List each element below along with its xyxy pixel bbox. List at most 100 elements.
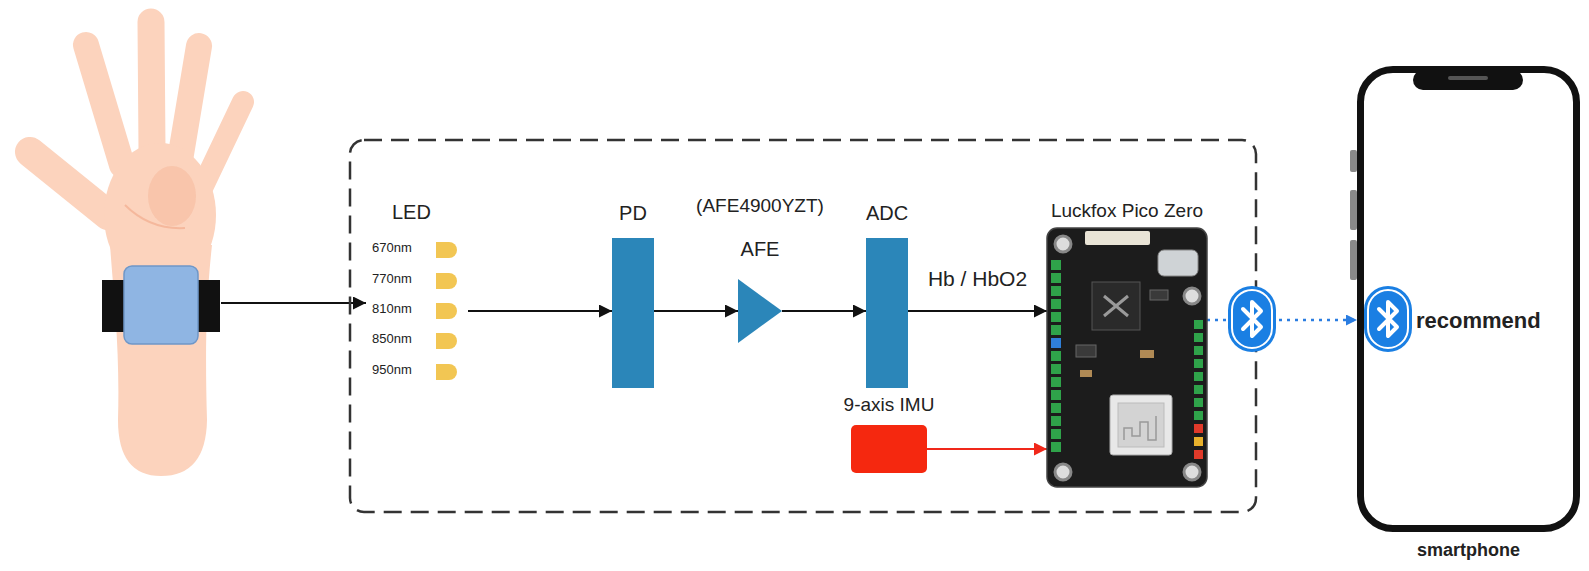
board-illustration: [1194, 385, 1203, 394]
board-illustration: [1194, 398, 1203, 407]
led-symbols: [436, 303, 457, 319]
board-illustration: [1184, 464, 1200, 480]
wristband: [102, 266, 220, 344]
board-illustration: [1051, 403, 1061, 413]
wavelength-label: 850nm: [372, 331, 412, 347]
phone-details: [1350, 70, 1523, 280]
imu-block: 9-axis IMU: [851, 425, 927, 473]
board-illustration: [1051, 377, 1061, 387]
board-illustration: [1092, 282, 1140, 330]
led-symbols: [436, 333, 457, 349]
block-label: ADC: [866, 201, 908, 225]
signal-arrow: [654, 310, 738, 312]
board-illustration: [1051, 260, 1061, 452]
bluetooth-icon: [1379, 302, 1397, 336]
board-illustration: [1194, 320, 1203, 329]
board-illustration: [1194, 372, 1203, 381]
hand-illustration: [148, 166, 196, 226]
board-illustration: [1150, 290, 1168, 300]
part-number: (AFE4900YZT): [696, 195, 824, 218]
hand-illustration: [110, 245, 212, 476]
hand-illustration: [202, 102, 243, 188]
board-label: Luckfox Pico Zero: [1051, 200, 1203, 223]
data-arrow: [908, 310, 1047, 312]
photodiode-block: PD: [612, 238, 654, 388]
imu-arrow: [927, 448, 1047, 450]
device-boundary: [350, 140, 1256, 512]
board-illustration: [1194, 450, 1203, 459]
block-label: PD: [619, 201, 647, 225]
hand-illustration: [86, 45, 122, 165]
board-illustration: [1194, 359, 1203, 368]
wavelength-label: 670nm: [372, 240, 412, 256]
led-symbols: [436, 242, 457, 258]
bluetooth-icon: [1232, 290, 1272, 348]
board-illustration: [1194, 320, 1203, 459]
bluetooth-icon: [1243, 302, 1261, 336]
bluetooth-icon: [1368, 290, 1408, 348]
board-illustration: [1051, 273, 1061, 283]
led-symbols: [436, 242, 457, 380]
wavelength-label: 770nm: [372, 271, 412, 287]
board-illustration: [1051, 325, 1061, 335]
board-illustration: [1158, 250, 1198, 276]
phone-details: [1413, 70, 1523, 90]
wristband-arrow: [221, 303, 366, 304]
device-boundary: [350, 140, 1256, 512]
bluetooth-icon: [1364, 286, 1412, 352]
board-illustration: [1051, 429, 1061, 439]
board-illustration: [1080, 370, 1092, 377]
board-illustration: [1076, 345, 1096, 357]
board-illustration: [1194, 437, 1203, 446]
board-illustration: [1051, 286, 1061, 296]
led-array: LED 670nm 770nm 810nm 850nm 950nm: [372, 198, 468, 384]
signal-arrow: [782, 310, 866, 312]
board-illustration: [1051, 260, 1061, 270]
block-label: AFE: [741, 237, 780, 261]
board-illustration: [1051, 299, 1061, 309]
signal-arrow: [468, 310, 612, 312]
mcu-board: Luckfox Pico Zero: [1047, 228, 1207, 487]
board-illustration: [1110, 395, 1172, 455]
device-label: smartphone: [1417, 540, 1520, 562]
triangle-shape: [738, 279, 782, 343]
wristband: [124, 266, 198, 344]
board-illustration: [1140, 350, 1154, 358]
board-illustration: [1124, 416, 1156, 440]
board-illustration: [1051, 390, 1061, 400]
board-illustration: [1104, 296, 1128, 316]
board-illustration: [1051, 351, 1061, 361]
amplifier-triangle: (AFE4900YZT)AFE: [738, 279, 782, 343]
wristband-arrow: [221, 302, 366, 304]
board-illustration: [1051, 416, 1061, 426]
wristband: [196, 280, 220, 332]
smartphone-outline: recommendsmartphone: [1357, 66, 1580, 532]
board-illustration: [1085, 231, 1150, 245]
phone-details: [1350, 240, 1357, 280]
edge-label: Hb / HbO2: [928, 266, 1027, 291]
hand-illustration: [180, 46, 199, 160]
wavelength-label: 810nm: [372, 301, 412, 317]
board-illustration: [1194, 424, 1203, 433]
board-illustration: [1051, 364, 1061, 374]
wavelength-label: 950nm: [372, 362, 412, 378]
led-heading: LED: [392, 200, 431, 224]
bluetooth-icon: [1364, 286, 1412, 352]
board-illustration: [1051, 312, 1061, 322]
phone-details: [1448, 76, 1488, 80]
led-symbols: [436, 364, 457, 380]
board-illustration: [1118, 403, 1164, 447]
adc-block: ADC: [866, 238, 908, 388]
board-illustration: [1051, 442, 1061, 452]
phone-details: [1350, 150, 1357, 172]
wristband: [102, 280, 126, 332]
board-illustration: [1047, 228, 1207, 487]
board-illustration: [1184, 288, 1200, 304]
hand-illustration: [151, 22, 152, 150]
block-label: 9-axis IMU: [844, 394, 935, 417]
board-illustration: [1194, 346, 1203, 355]
app-text: recommend: [1416, 308, 1541, 334]
